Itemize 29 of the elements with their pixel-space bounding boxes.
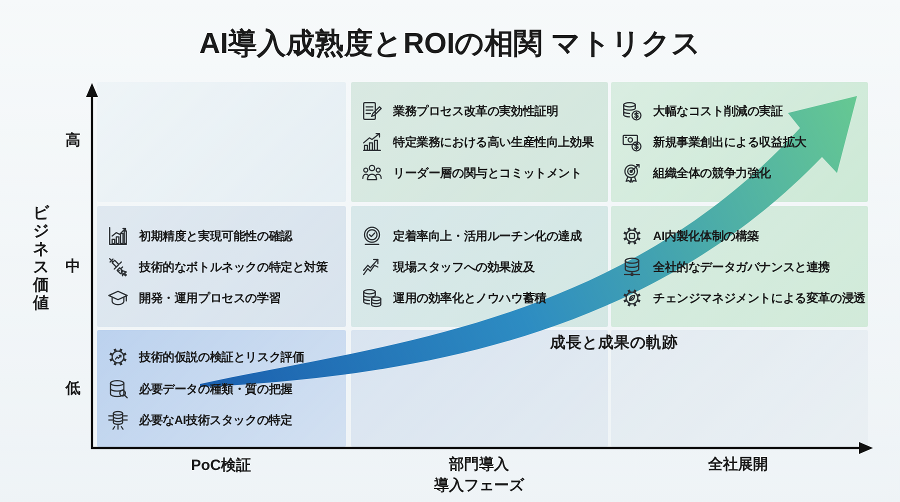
list-item-text: 技術的なボトルネックの特定と対策 [139,259,328,275]
list-item-text: 初期精度と実現可能性の確認 [139,228,292,244]
list-item-text: 必要データの種類・質の把握 [139,381,292,397]
axis-label: 中 [66,258,80,276]
matrix-cell [97,82,346,202]
arrow-label: 成長と成果の軌跡 [550,334,678,352]
list-item-text: 技術的仮説の検証とリスク評価 [139,349,304,365]
list-item-text: 現場スタッフへの効果波及 [393,259,535,275]
title: AI導入成熟度とROIの相関 マトリクス [199,29,701,61]
matrix-cell [97,206,346,327]
axis-label: 低 [66,380,80,398]
list-item-text: 運用の効率化とノウハウ蓄積 [393,290,546,306]
list-item-text: 必要なAI技術スタックの特定 [139,412,292,428]
matrix-cell [351,82,608,202]
list-item-text: チェンジマネジメントによる変革の浸透 [653,290,866,306]
list-item-text: 業務プロセス改革の実効性証明 [393,103,558,119]
axis-label: 部門導入 [449,456,509,474]
axis-label: PoC検証 [191,458,251,474]
axis-label: 全社展開 [708,456,768,474]
list-item-text: リーダー層の関与とコミットメント [393,165,582,181]
axis-title: ビジネス価値 [32,204,50,314]
axis-title: 導入フェーズ [434,478,524,494]
list-item-text: 大幅なコスト削減の実証 [653,103,783,119]
axis-label: 高 [66,132,80,150]
list-item-text: 特定業務における高い生産性向上効果 [393,134,594,150]
list-item-text: 定着率向上・活用ルーチン化の達成 [393,228,582,244]
matrix-cell [97,330,346,447]
list-item-text: 開発・運用プロセスの学習 [139,290,281,306]
matrix-cell [351,206,608,327]
